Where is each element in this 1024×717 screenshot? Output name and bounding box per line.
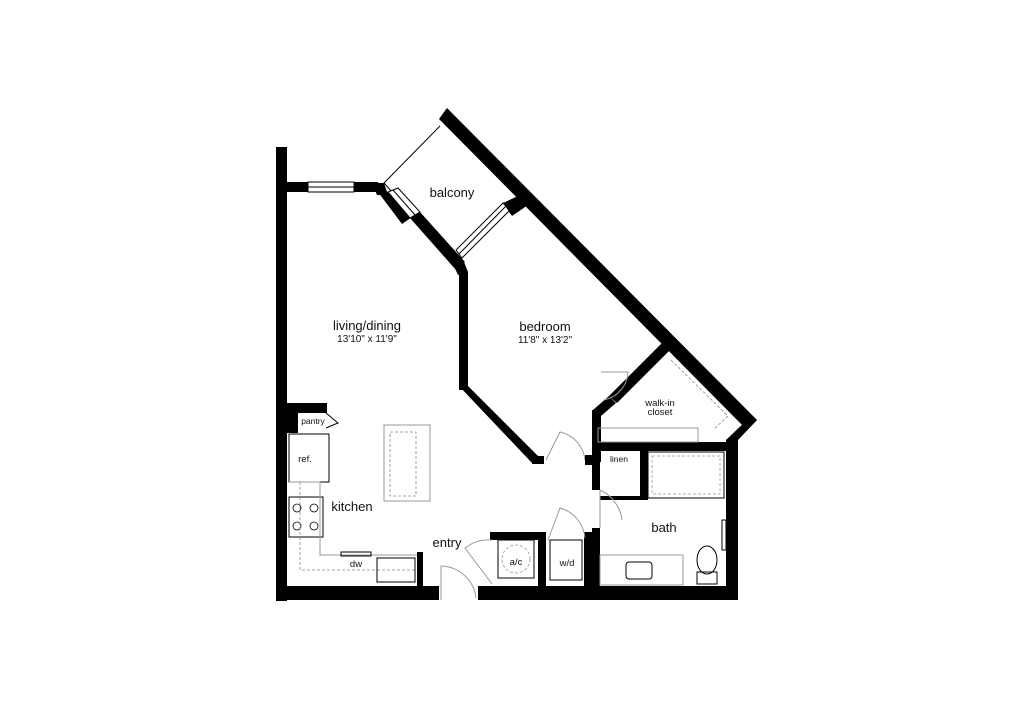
kitchen-island <box>383 424 431 502</box>
balcony-label: balcony <box>430 185 475 200</box>
bath-door[interactable] <box>599 489 623 528</box>
balcony-door-right[interactable] <box>455 202 511 259</box>
bedroom-door[interactable] <box>545 431 586 461</box>
closet-door[interactable] <box>601 371 629 401</box>
living-label: living/dining <box>333 318 401 333</box>
closet-label: closet <box>648 407 673 418</box>
pantry-label: pantry <box>301 416 325 426</box>
utility-walls <box>490 532 592 588</box>
exterior-walls <box>276 108 757 601</box>
ac-unit <box>497 539 535 579</box>
entry-label: entry <box>433 535 462 550</box>
counter <box>289 481 417 583</box>
bath-fixtures <box>599 519 727 586</box>
bedroom-dim: 11'8" x 13'2" <box>518 335 573 346</box>
kitchen-label: kitchen <box>331 499 372 514</box>
ac-label: a/c <box>510 557 523 568</box>
wd-door[interactable] <box>547 507 586 541</box>
kitchen-walls <box>287 403 327 433</box>
entry-door[interactable] <box>440 565 477 600</box>
closet-walls <box>592 342 738 462</box>
balcony-door-jamb-left <box>378 192 412 224</box>
bedroom-label: bedroom <box>519 319 570 334</box>
pantry-door[interactable] <box>325 412 339 429</box>
bedroom-walls <box>459 272 544 464</box>
walkin-label: walk-in <box>644 398 675 409</box>
ref-label: ref. <box>298 454 312 465</box>
washer-dryer <box>549 539 583 581</box>
bathtub <box>647 451 725 499</box>
stove <box>288 496 324 538</box>
dw-label: dw <box>350 559 362 570</box>
living-dim: 13'10" x 11'9" <box>337 334 397 345</box>
wd-label: w/d <box>559 558 575 569</box>
linen-label: linen <box>610 454 628 464</box>
bath-label: bath <box>651 520 676 535</box>
bath-walls <box>592 450 648 588</box>
window-living <box>307 181 355 193</box>
ac-door[interactable] <box>464 539 493 585</box>
